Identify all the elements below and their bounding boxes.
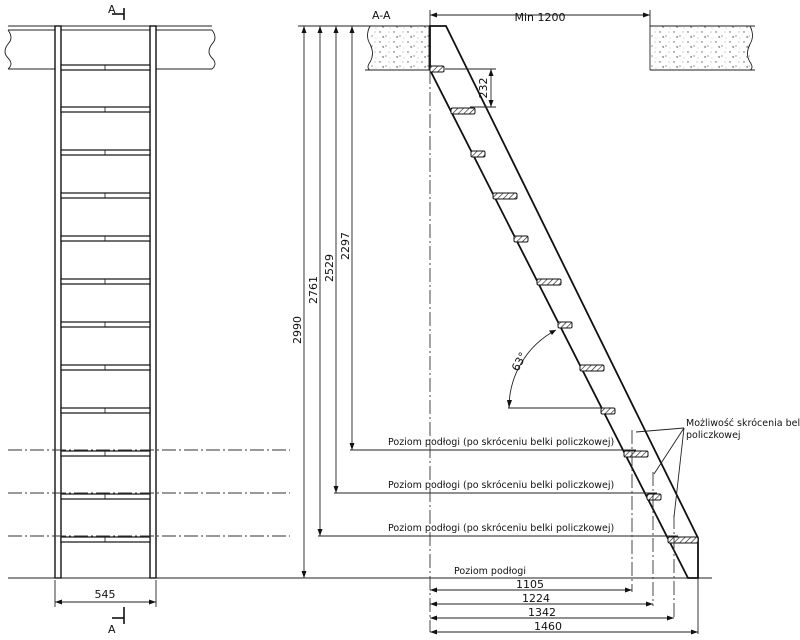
front-rung [60,450,151,457]
section-letter-bottom: A [108,623,116,636]
floor-level-lines: Poziom podłogi (po skróceniu belki polic… [8,70,699,634]
front-ladder-rungs [60,64,151,543]
height-label: 2529 [323,254,336,282]
top-gap-label: Min 1200 [514,11,565,24]
height-label: 2297 [339,232,352,260]
shortening-note: Możliwość skrócenia belki policzkowej [635,418,800,518]
front-rung [60,536,151,543]
height-label: 2761 [307,276,320,304]
side-view: A-A Min 1200 [8,9,800,635]
front-rung [60,321,151,328]
ladder-step [579,364,605,372]
ladder-step [623,450,649,458]
step-spacing-label: 232 [477,78,490,99]
front-rung [60,493,151,500]
front-rung [60,407,151,414]
section-marker-top: A [108,3,125,20]
horizontal-label: 1105 [516,578,544,591]
section-letter-top: A [108,3,116,16]
shortening-note-line2: policzkowej [686,430,741,441]
section-marker-bottom: A [108,607,125,636]
upper-slab-right [649,25,755,71]
front-width-dimension: 545 [54,580,157,607]
floor-level-label: Poziom podłogi (po skróceniu belki polic… [388,437,614,448]
top-gap-dimension: Min 1200 [429,10,651,26]
ladder-step [470,150,486,158]
front-rung [60,235,151,242]
horizontal-label: 1224 [522,592,550,605]
front-rung [60,149,151,156]
horizontal-label: 1342 [528,606,556,619]
front-rung [60,278,151,285]
section-title: A-A [372,9,391,22]
front-rung [60,192,151,199]
ladder-step [513,235,529,243]
front-ceiling-slab [4,25,216,70]
ladder-step [429,65,445,73]
height-label: 2990 [291,316,304,344]
ladder-step [600,407,616,415]
floor-level-label: Poziom podłogi (po skróceniu belki polic… [388,523,614,534]
ladder-step [450,107,476,115]
main-floor-label: Poziom podłogi [454,566,526,577]
floor-level-label: Poziom podłogi (po skróceniu belki polic… [388,480,614,491]
angle-label: 63° [509,350,530,373]
front-view: 545 A A [4,3,216,636]
ladder-step [646,493,662,501]
front-width-label: 545 [95,588,116,601]
front-rung [60,64,151,71]
ladder-steps [429,65,699,544]
step-spacing-dimension: 232 [445,68,496,108]
upper-slab-left [365,25,431,71]
horizontal-label: 1460 [534,620,562,633]
angle-indicator: 63° [507,329,608,409]
ladder-step [536,278,562,286]
front-rung [60,364,151,371]
ladder-step [492,192,518,200]
shortening-note-line1: Możliwość skrócenia belki [686,418,800,429]
ladder-step [557,321,573,329]
front-rung [60,106,151,113]
ladder-step [667,536,699,544]
